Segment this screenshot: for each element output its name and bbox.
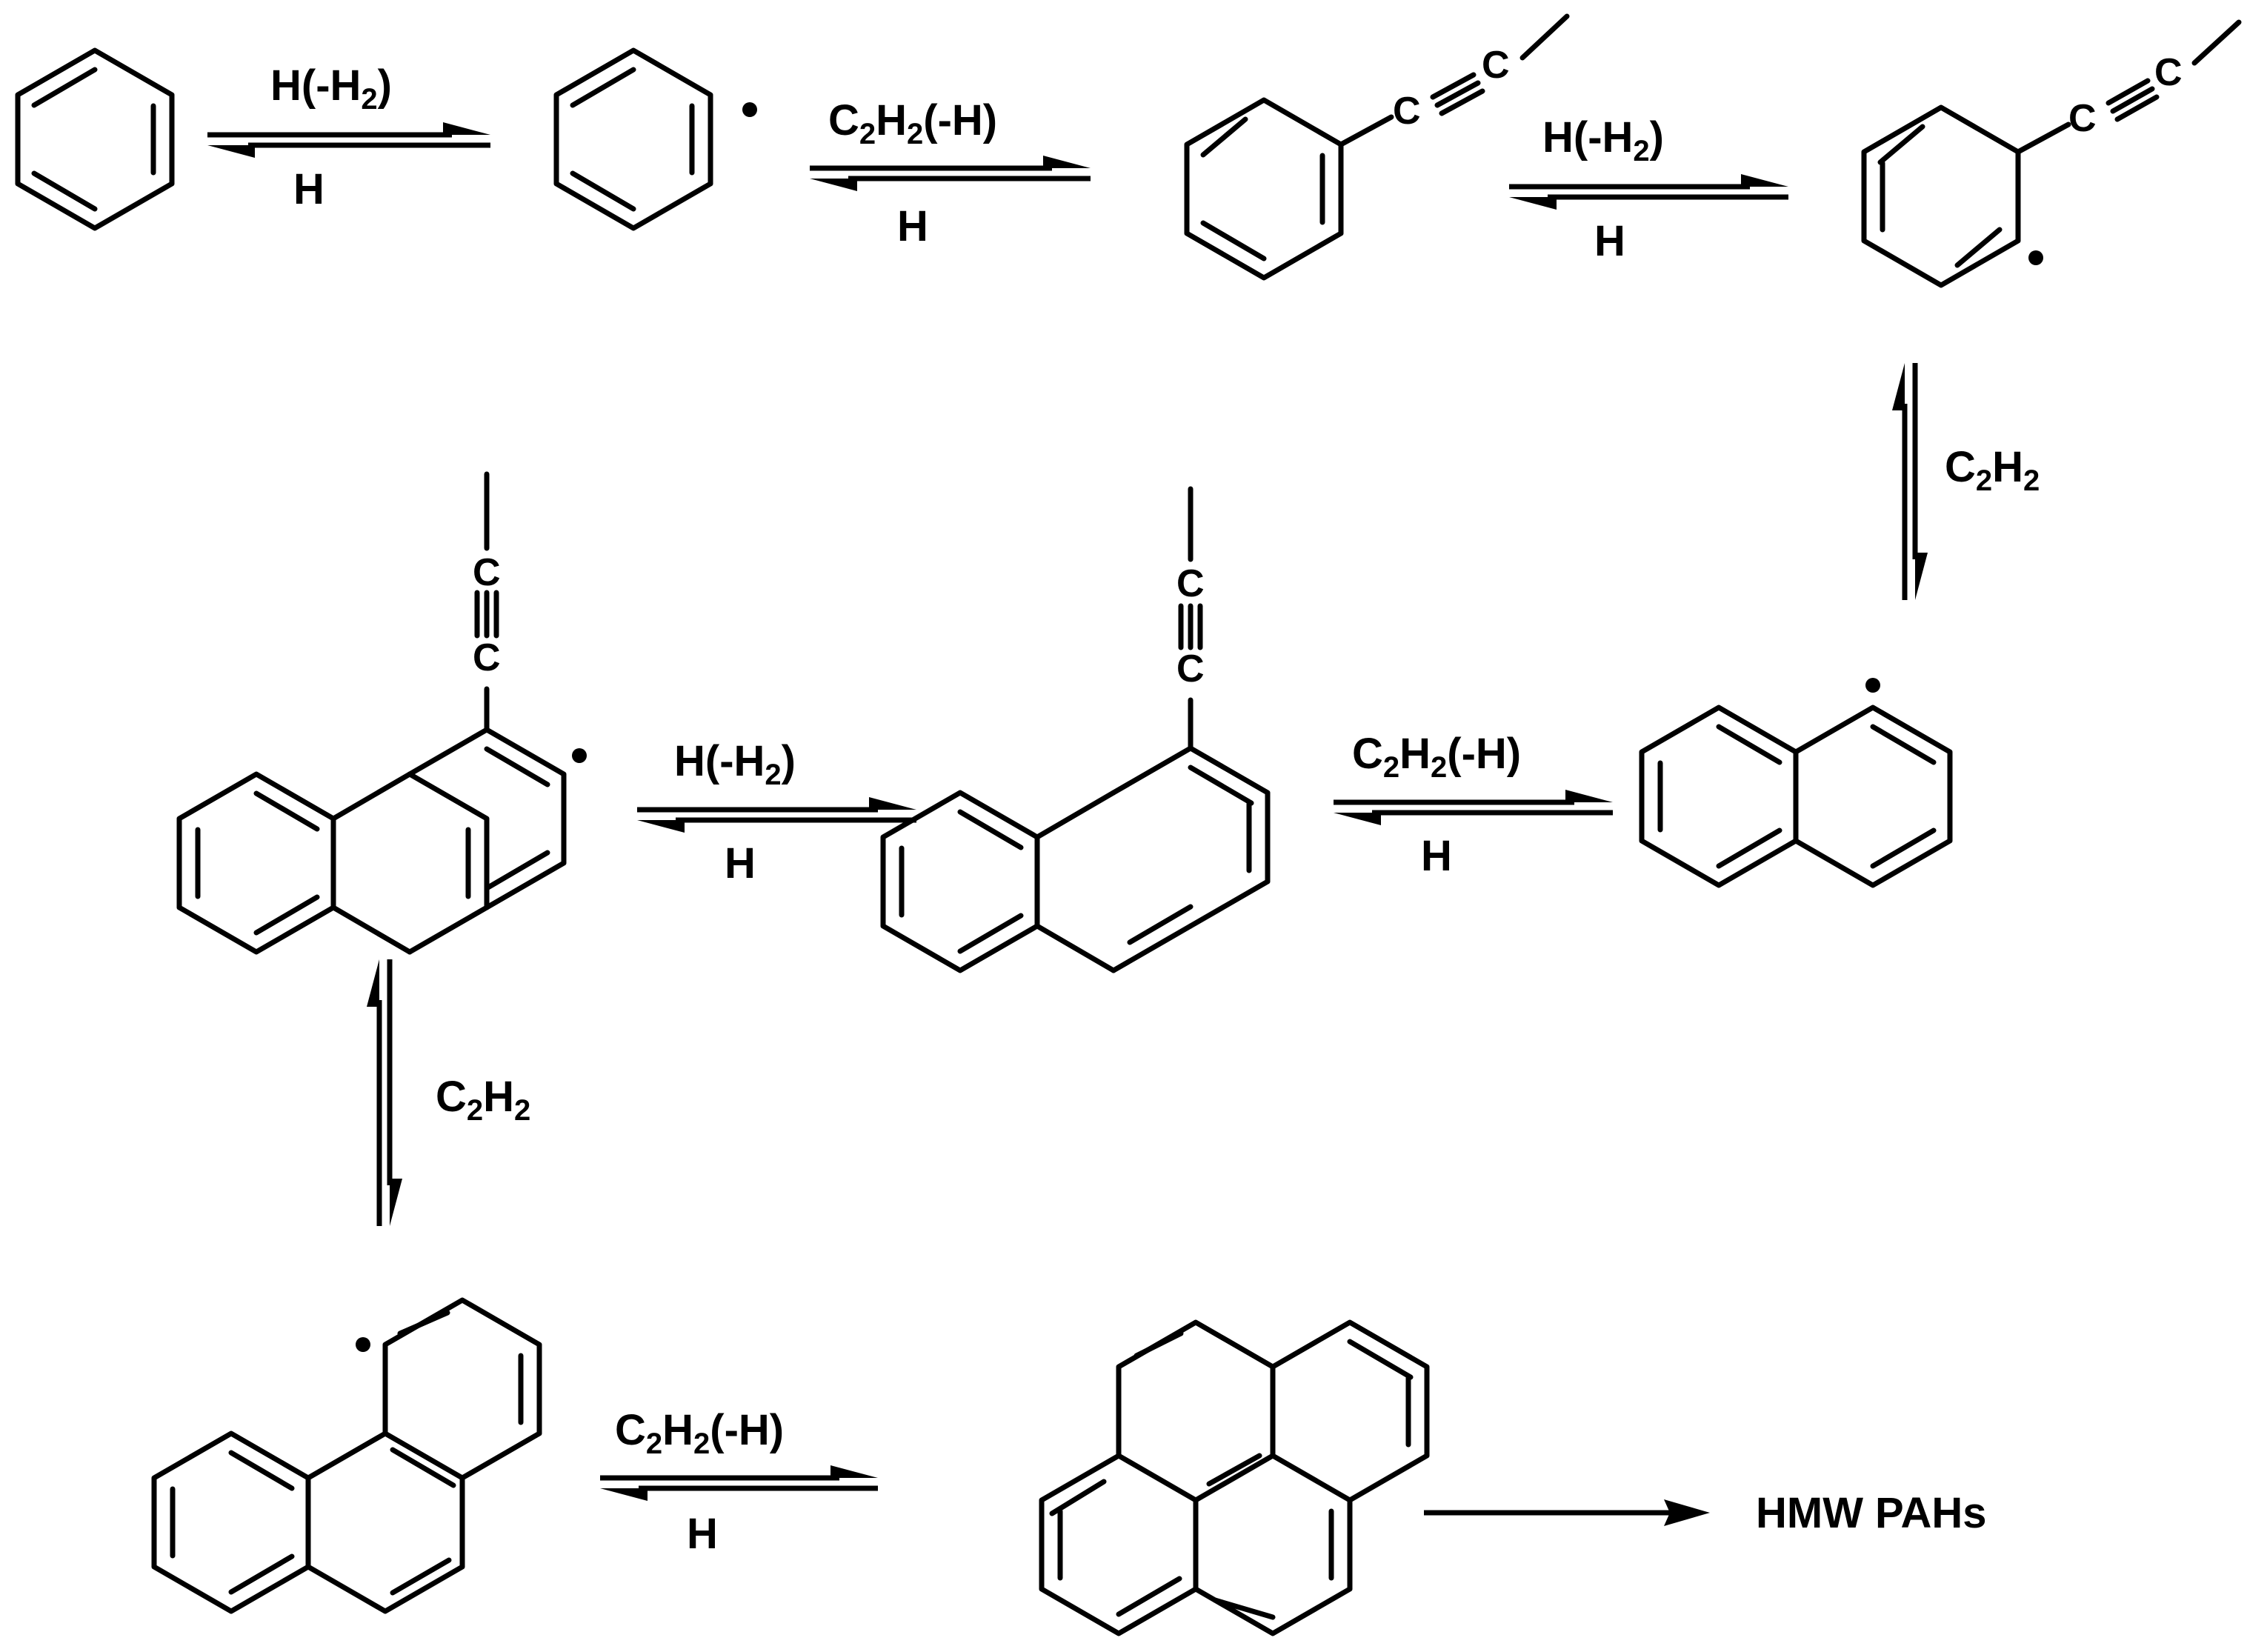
carbon-label: C	[2154, 51, 2183, 94]
radical-dot	[1865, 678, 1880, 693]
reagent-label: C2H2(-H)	[1352, 730, 1521, 784]
phenanthryl-radical-molecule	[151, 1297, 542, 1614]
equilibrium-arrow-1: H(-H2) H	[207, 61, 490, 213]
carbon-label: C	[1393, 90, 1421, 133]
reverse-reagent-label: H	[1594, 217, 1625, 265]
ethynylphenyl-radical-molecule: C C	[1861, 19, 2242, 288]
equilibrium-arrow-5: H(-H2) H	[637, 737, 916, 887]
reverse-reagent-label: H	[293, 165, 324, 213]
pyrene-molecule	[1039, 1319, 1430, 1636]
ethynylnaphthyl-radical-molecule: C C	[176, 471, 587, 955]
reagent-label: C2H2	[1945, 443, 2040, 497]
carbon-label: C	[473, 636, 501, 679]
radical-dot	[572, 748, 587, 763]
reverse-reagent-label: H	[725, 839, 756, 887]
carbon-label: C	[1482, 44, 1510, 87]
reagent-label: H(-H2)	[270, 61, 392, 116]
reagent-label: H(-H2)	[674, 737, 796, 791]
carbon-label: C	[1176, 647, 1205, 690]
benzene-molecule	[15, 47, 175, 231]
radical-dot	[356, 1337, 370, 1352]
equilibrium-arrow-8: C2H2(-H) H	[600, 1406, 878, 1558]
naphthyl-radical-molecule	[1639, 678, 1953, 888]
carbon-label: C	[2068, 97, 2097, 140]
radical-dot	[742, 102, 757, 117]
radical-dot	[2028, 250, 2043, 265]
ethynylnaphthalene-molecule: C C	[880, 486, 1271, 973]
reagent-label: C2H2	[436, 1073, 530, 1127]
phenylacetylene-molecule: C C	[1184, 13, 1570, 281]
reagent-label: H(-H2)	[1542, 113, 1664, 167]
reverse-reagent-label: H	[1421, 832, 1452, 880]
equilibrium-arrow-6: C2H2(-H) H	[1334, 730, 1613, 880]
equilibrium-arrow-4: C2H2	[1892, 363, 2040, 600]
final-product-label: HMW PAHs	[1756, 1489, 1986, 1537]
reagent-label: C2H2(-H)	[828, 96, 997, 150]
forward-arrow	[1424, 1499, 1710, 1526]
equilibrium-arrow-2: C2H2(-H) H	[810, 96, 1091, 250]
reverse-reagent-label: H	[897, 202, 928, 250]
carbon-label: C	[1176, 562, 1205, 605]
carbon-label: C	[473, 551, 501, 594]
phenyl-radical-molecule	[553, 47, 757, 231]
equilibrium-arrow-7: C2H2	[367, 959, 530, 1226]
reverse-reagent-label: H	[687, 1510, 718, 1558]
equilibrium-arrow-3: H(-H2) H	[1509, 113, 1788, 265]
reagent-label: C2H2(-H)	[615, 1406, 784, 1460]
